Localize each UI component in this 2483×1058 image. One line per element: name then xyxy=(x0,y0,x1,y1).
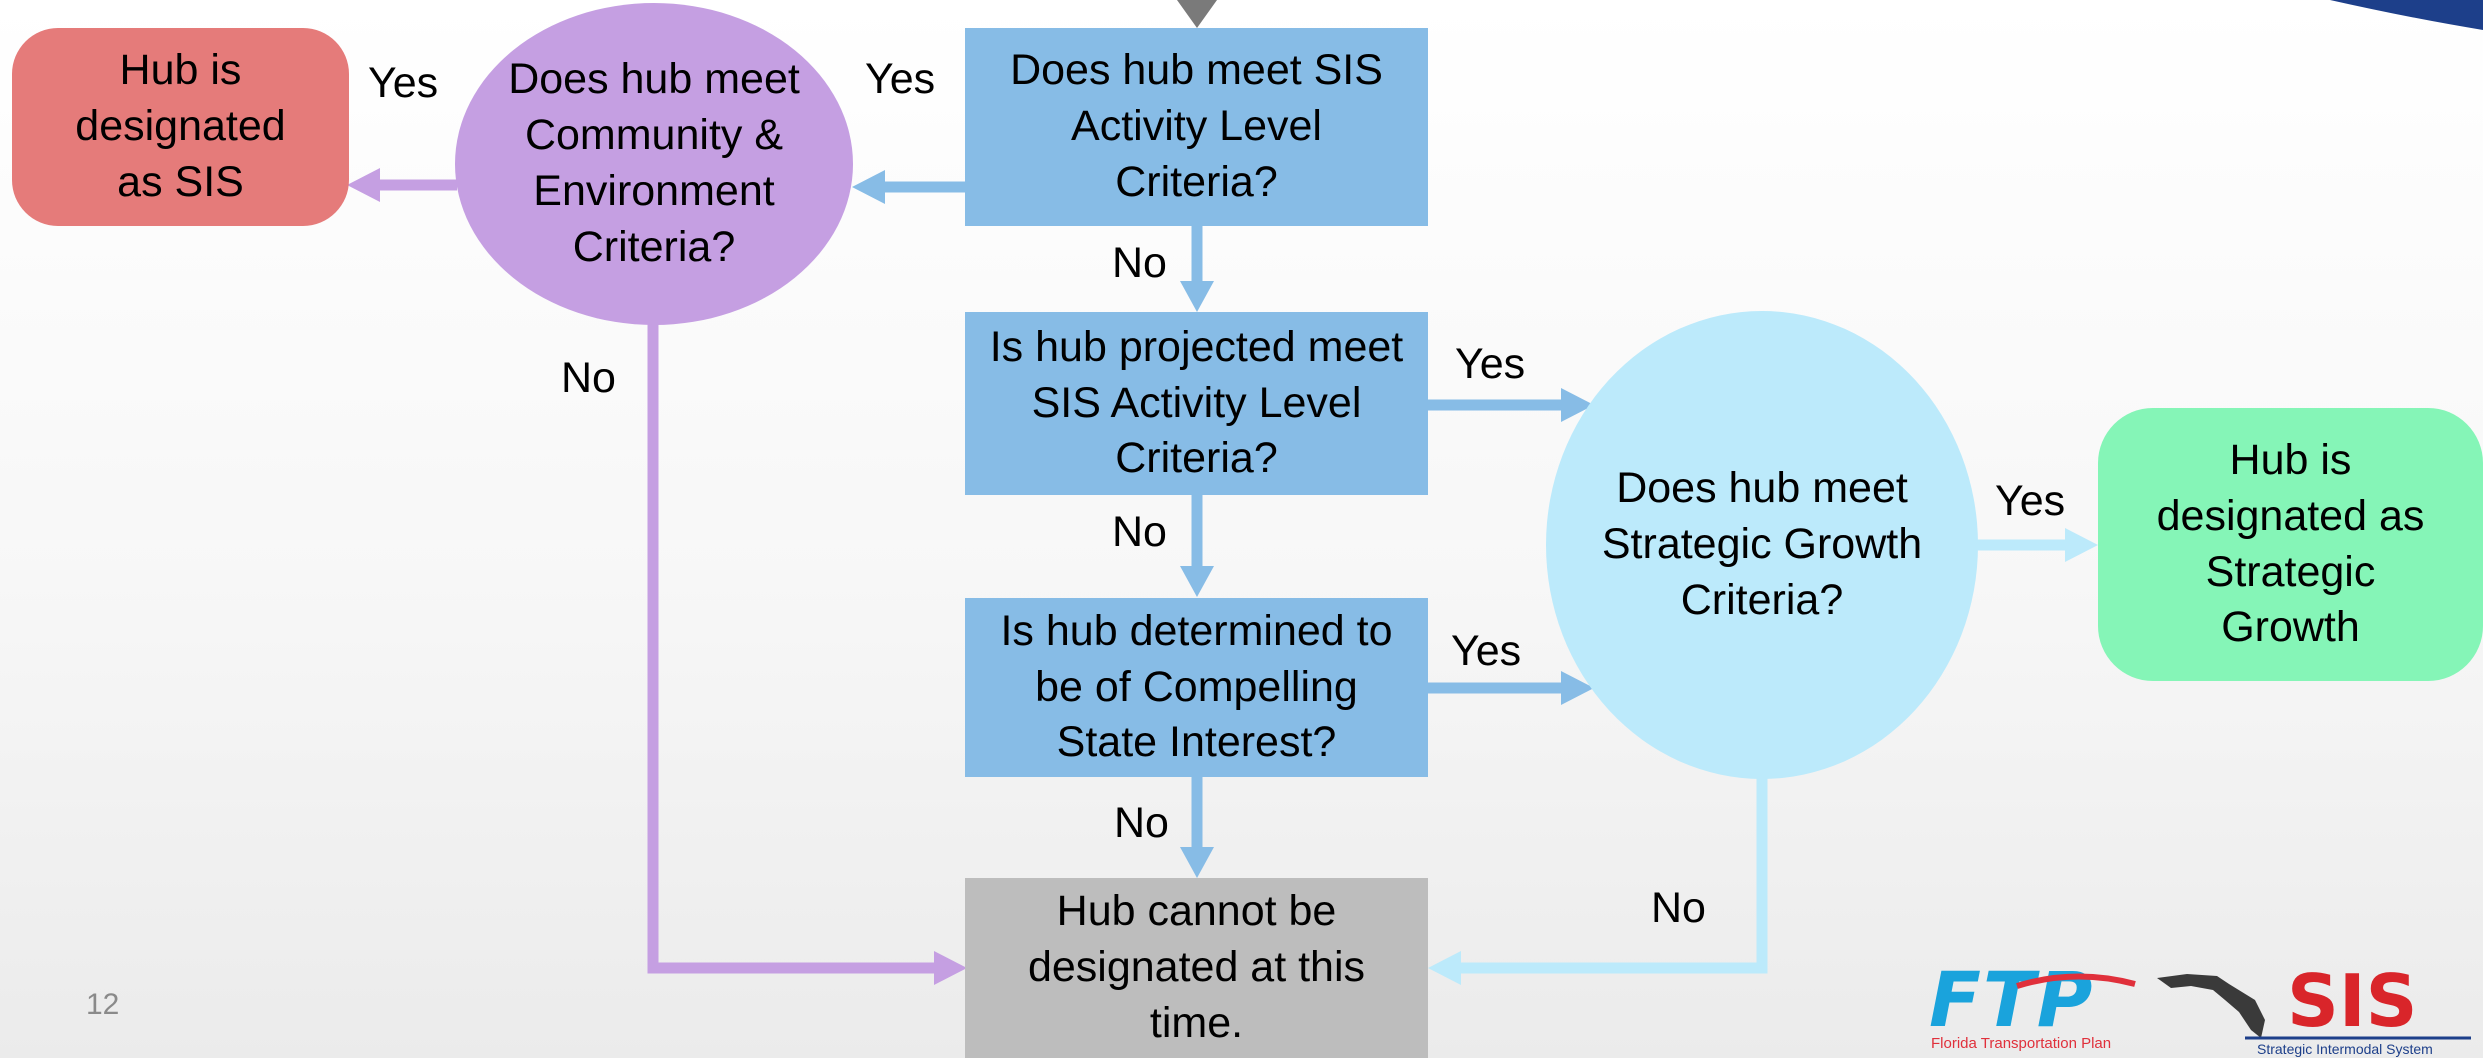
edge-projected-no xyxy=(1180,495,1214,597)
edge-label-community-yes: Yes xyxy=(368,59,439,107)
node-cannot-designate: Hub cannot be designated at this time. xyxy=(965,878,1428,1058)
page-number: 12 xyxy=(86,988,120,1021)
edge-label-growth-no: No xyxy=(1651,884,1706,932)
node-compelling-state-interest-text: Is hub determined to be of Compelling St… xyxy=(1000,606,1393,767)
ftp-sis-logo: FTP Florida Transportation Plan SIS Stra… xyxy=(1929,960,2471,1057)
ftp-caption: Florida Transportation Plan xyxy=(1931,1035,2111,1052)
node-community-environment-criteria-text: Does hub meet Community & Environment Cr… xyxy=(508,55,800,271)
edge-growth-no xyxy=(1428,776,1768,985)
node-projected-criteria: Is hub projected meet SIS Activity Level… xyxy=(965,312,1428,495)
ftp-swoosh xyxy=(2016,973,2136,989)
ftp-logo-text: FTP xyxy=(1929,960,2094,1044)
node-projected-criteria-text: Is hub projected meet SIS Activity Level… xyxy=(989,322,1404,483)
edge-label-growth-yes: Yes xyxy=(1995,477,2066,525)
edge-label-compelling-yes: Yes xyxy=(1451,627,1522,675)
node-strategic-growth-criteria-text: Does hub meet Strategic Growth Criteria? xyxy=(1601,464,1923,624)
edge-label-projected-yes: Yes xyxy=(1455,340,1526,388)
edge-label-sis-yes: Yes xyxy=(865,55,936,103)
sis-logo-text: SIS xyxy=(2287,960,2418,1043)
node-designated-sis-text: Hub is designated as SIS xyxy=(75,46,286,206)
edge-label-sis-no: No xyxy=(1112,239,1167,287)
edge-label-projected-no: No xyxy=(1112,508,1167,556)
edge-sis-no xyxy=(1180,226,1214,312)
corner-swoosh xyxy=(2330,0,2483,30)
florida-map-icon xyxy=(2157,974,2265,1038)
node-sis-activity-criteria: Does hub meet SIS Activity Level Criteri… xyxy=(965,28,1428,226)
edge-compelling-yes xyxy=(1428,671,1594,705)
node-compelling-state-interest: Is hub determined to be of Compelling St… xyxy=(965,598,1428,777)
incoming-arrowhead xyxy=(1177,0,1217,28)
edge-label-compelling-no: No xyxy=(1114,799,1169,847)
sis-caption: Strategic Intermodal System xyxy=(2257,1041,2433,1057)
edge-compelling-no xyxy=(1180,777,1214,878)
edge-projected-yes xyxy=(1428,388,1594,422)
node-cannot-designate-text: Hub cannot be designated at this time. xyxy=(1027,887,1366,1047)
node-community-environment-criteria: Does hub meet Community & Environment Cr… xyxy=(455,3,853,325)
node-designated-sis: Hub is designated as SIS xyxy=(12,28,349,226)
node-sis-activity-criteria-text: Does hub meet SIS Activity Level Criteri… xyxy=(1010,46,1383,206)
edge-growth-yes xyxy=(1976,528,2098,562)
edge-label-community-no: No xyxy=(561,354,616,402)
edge-sis-yes xyxy=(852,170,965,204)
node-designated-strategic-growth-text: Hub is designated as Strategic Growth xyxy=(2156,435,2425,652)
edge-community-yes xyxy=(347,168,457,202)
node-designated-strategic-growth: Hub is designated as Strategic Growth xyxy=(2098,408,2483,681)
edge-community-no xyxy=(647,322,967,985)
node-strategic-growth-criteria: Does hub meet Strategic Growth Criteria? xyxy=(1546,311,1978,779)
